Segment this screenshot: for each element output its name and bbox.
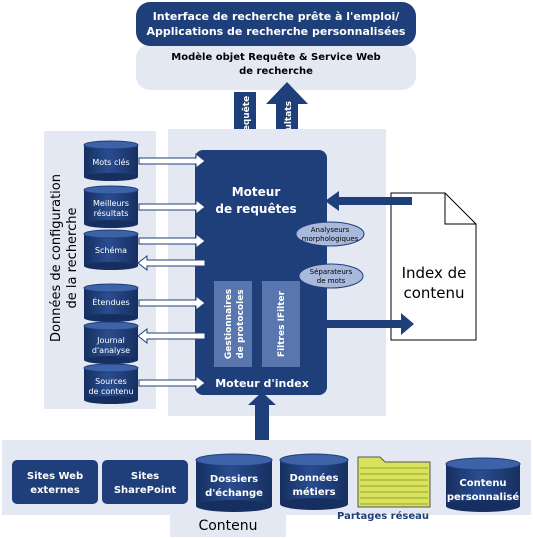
arrow-journal <box>137 327 206 345</box>
protocol-handlers-line2: de protocoles <box>236 289 246 358</box>
content-item-dossiers-echange: Dossiers d'échange <box>195 453 273 512</box>
interface-title-line1: Interface de recherche prête à l'emploi/ <box>153 10 401 23</box>
results-label: Résultats <box>283 101 294 149</box>
content-item-contenu-personnalise: Contenu personnalisé <box>445 457 521 512</box>
content-item-label: Sites Web <box>27 471 83 482</box>
protocol-handlers-line1: Gestionnaires <box>224 289 234 359</box>
content-item-label: externes <box>30 485 80 496</box>
interface-title-line2: Applications de recherche personnalisées <box>147 25 406 38</box>
config-item-mots-cles: Mots clés <box>83 140 139 181</box>
config-item-label: Étendues <box>92 296 129 307</box>
arrow-sources <box>138 374 206 392</box>
content-item-label: métiers <box>292 486 335 498</box>
separators-line1: Séparateurs <box>310 268 353 276</box>
config-item-label: Mots clés <box>92 157 129 167</box>
arrow-etendues <box>138 294 206 312</box>
content-index-document: Index de contenu <box>390 192 477 341</box>
content-item-label: Contenu <box>459 478 506 489</box>
config-item-schema: Schéma <box>83 229 139 270</box>
config-item-etendues: Étendues <box>83 283 139 322</box>
content-item-label: Dossiers <box>210 474 258 485</box>
query-engine-line1: Moteur <box>232 185 281 199</box>
protocol-handlers-box: Gestionnaires de protocoles <box>214 281 252 367</box>
arrow-index-engine-to-index <box>322 313 414 335</box>
config-item-label: résultats <box>94 208 129 218</box>
index-line1: Index de <box>402 264 467 282</box>
config-item-meilleurs-resultats: Meilleurs résultats <box>83 185 139 228</box>
api-label-line1: Modèle objet Requête & Service Web <box>171 51 380 63</box>
api-label-line2: de recherche <box>239 66 313 77</box>
config-item-label: de contenu <box>88 387 133 396</box>
arrow-index-to-query <box>325 191 412 211</box>
arrow-mots-cles <box>138 152 206 170</box>
content-item-sites-web-externes: Sites Web externes <box>12 460 98 504</box>
index-engine-label: Moteur d'index <box>215 377 309 390</box>
config-item-journal-analyse: Journal d'analyse <box>83 321 139 364</box>
config-title-line1: Données de configuration <box>49 174 64 342</box>
content-item-label: Sites <box>131 471 159 482</box>
config-item-label: Sources <box>95 377 127 386</box>
content-item-label: personnalisé <box>447 491 519 503</box>
config-title-line2: de la recherche <box>65 208 80 309</box>
analyzers-line2: morphologiques <box>302 235 359 243</box>
content-item-label: d'échange <box>205 487 263 499</box>
ifilter-label: Filtres IFilter <box>277 290 287 357</box>
content-item-label: Données <box>290 472 339 484</box>
arrow-meilleurs-resultats <box>138 198 206 216</box>
content-item-label: Partages réseau <box>337 510 429 522</box>
content-title-tab <box>170 513 286 537</box>
config-item-label: Meilleurs <box>93 199 129 208</box>
config-arrows <box>137 152 206 392</box>
ifilter-box: Filtres IFilter <box>262 281 300 367</box>
arrow-schema-in <box>138 232 206 250</box>
config-item-label: Schéma <box>95 245 127 255</box>
config-item-sources-contenu: Sources de contenu <box>83 363 139 404</box>
query-label: Requête <box>241 96 252 138</box>
content-title: Contenu <box>198 518 257 534</box>
analyzers-oval: Analyseurs morphologiques <box>295 221 365 247</box>
config-item-label: d'analyse <box>92 346 130 355</box>
content-item-label: SharePoint <box>114 485 177 496</box>
content-item-sites-sharepoint: Sites SharePoint <box>102 460 188 504</box>
content-item-partages-reseau: Partages réseau <box>337 456 431 522</box>
analyzers-line1: Analyseurs <box>311 226 350 234</box>
separators-line2: de mots <box>317 277 346 285</box>
arrow-content-to-engine <box>248 392 276 440</box>
arrow-schema-out <box>137 254 206 272</box>
index-line2: contenu <box>403 284 464 302</box>
query-engine-line2: de requêtes <box>215 202 296 216</box>
content-item-donnees-metiers: Données métiers <box>279 453 349 510</box>
top-interface-box: Interface de recherche prête à l'emploi/… <box>136 2 416 90</box>
separators-oval: Séparateurs de mots <box>298 263 364 289</box>
config-item-label: Journal <box>96 336 125 345</box>
